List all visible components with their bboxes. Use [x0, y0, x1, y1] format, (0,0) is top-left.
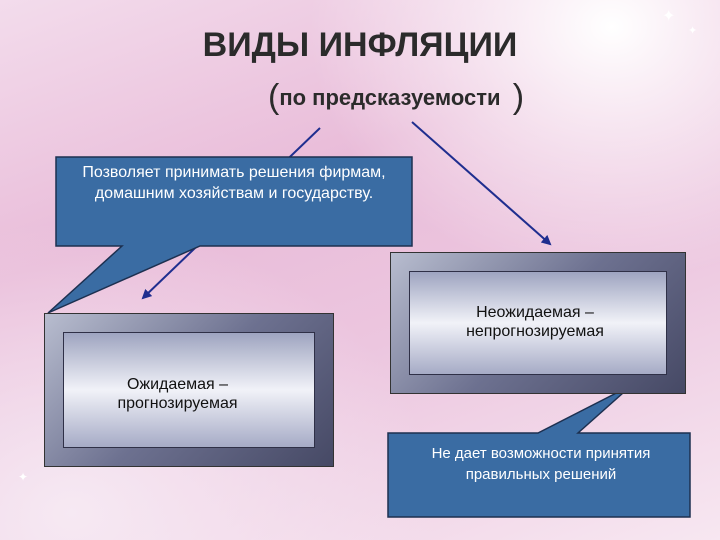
- box-unexpected-label: Неожидаемая – непрогнозируемая: [466, 304, 604, 340]
- slide-subtitle: (по предсказуемости ): [268, 78, 524, 117]
- box-expected: [44, 313, 334, 467]
- sparkle-icon: ✦: [662, 8, 676, 25]
- subtitle-close-paren: ): [512, 78, 525, 116]
- sparkle-icon: ✦: [18, 470, 29, 484]
- box-expected-label: Ожидаемая – прогнозируемая: [117, 376, 238, 412]
- callout-bottom-shape: [387, 384, 691, 518]
- arrow-to-unexpected: [411, 121, 552, 246]
- callout-top-shape: [47, 156, 413, 314]
- callout-bottom-text: Не дает возможности принятия правильных …: [431, 445, 651, 483]
- subtitle-open-paren: (: [268, 78, 280, 116]
- slide-title: ВИДЫ ИНФЛЯЦИИ: [202, 26, 518, 64]
- callout-top-text: Позволяет принимать решения фирмам, дома…: [82, 164, 386, 202]
- sparkle-icon: ✦: [688, 25, 698, 37]
- box-unexpected-face: [409, 271, 667, 375]
- box-unexpected: [390, 252, 686, 394]
- box-expected-face: [63, 332, 315, 448]
- subtitle-text: по предсказуемости: [279, 85, 501, 110]
